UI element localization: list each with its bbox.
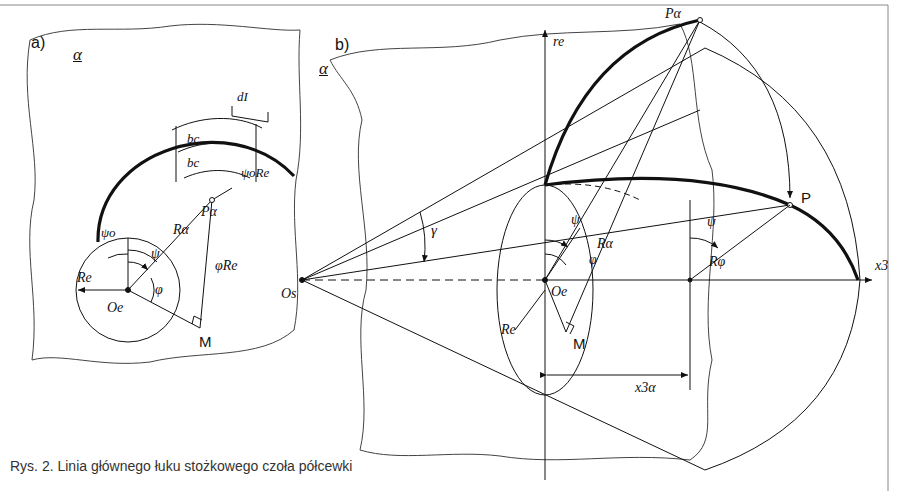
symbol-label: α	[318, 60, 329, 79]
symbol-label: γ	[430, 222, 438, 239]
figure-caption: Rys. 2. Linia głównego łuku stożkowego c…	[10, 458, 352, 474]
symbol-label: Oe	[106, 300, 124, 315]
symbol-label: ψoRe	[240, 166, 270, 180]
symbol-label: ψ	[150, 246, 161, 261]
symbol-label: bc	[186, 156, 200, 170]
symbol-label: re	[552, 34, 565, 49]
symbol-label: Oe	[550, 284, 568, 299]
symbol-label: x3	[874, 258, 889, 273]
symbol-label: a)	[30, 34, 46, 52]
symbol-label: φ	[588, 252, 598, 267]
symbol-label: b)	[334, 36, 350, 54]
symbol-label: Os	[280, 286, 298, 301]
symbol-label: Re	[500, 322, 517, 337]
symbol-label: Rφ	[708, 254, 726, 269]
symbol-label: φRe	[214, 258, 239, 273]
symbol-label: ψ	[570, 212, 581, 227]
symbol-label: M	[572, 336, 587, 353]
symbol-label: P	[800, 190, 812, 207]
symbol-label: Pα	[664, 6, 682, 21]
symbol-label: M	[198, 334, 213, 351]
symbol-label: ψo	[100, 226, 117, 240]
symbol-label: dI	[236, 90, 249, 104]
symbol-label: Pα	[200, 204, 218, 219]
symbol-label: ψ	[706, 214, 717, 229]
symbol-label: Rα	[596, 236, 614, 251]
symbol-label: φ	[154, 282, 164, 297]
symbol-label: α	[72, 46, 83, 65]
symbol-label: Re	[76, 270, 93, 285]
symbol-label: x3α	[634, 380, 657, 395]
symbol-label: Rα	[172, 222, 190, 237]
symbol-label: bc	[186, 132, 200, 146]
